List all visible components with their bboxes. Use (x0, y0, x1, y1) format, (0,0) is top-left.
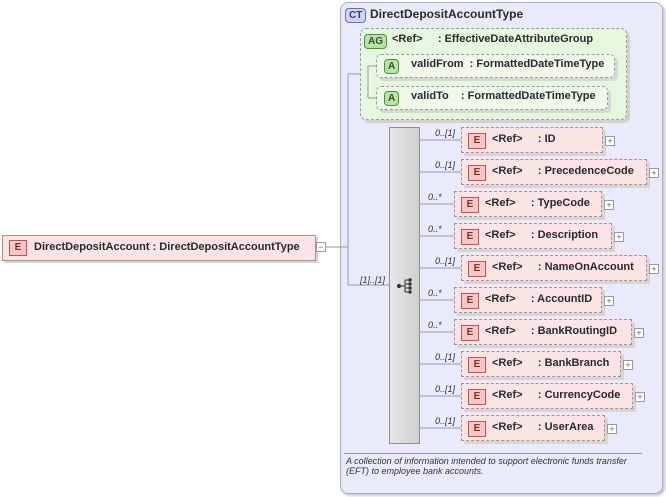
element-badge: E (461, 325, 479, 341)
expand-toggle-icon[interactable]: + (614, 232, 624, 242)
element-badge: E (468, 389, 486, 405)
element-badge: E (461, 197, 479, 213)
element-label: <Ref> : UserArea (492, 421, 594, 433)
expand-toggle-icon[interactable]: + (649, 168, 659, 178)
element-label: <Ref> : PrecedenceCode (492, 165, 634, 177)
root-element-box[interactable] (2, 235, 316, 261)
attribute-label: validFrom : FormattedDateTimeType (411, 58, 605, 70)
element-cardinality: 0..* (428, 288, 442, 298)
attribute-group-badge: AG (364, 34, 387, 49)
sequence-element[interactable] (454, 319, 632, 345)
attribute-validfrom[interactable] (376, 54, 615, 78)
element-cardinality: 0..[1] (435, 160, 456, 170)
element-label: <Ref> : TypeCode (485, 197, 590, 209)
attribute-badge: A (384, 59, 400, 74)
expand-toggle-icon[interactable]: + (607, 424, 617, 434)
element-badge: E (461, 229, 479, 245)
complex-type-badge: CT (345, 8, 367, 23)
element-label: <Ref> : Description (485, 229, 599, 241)
collapse-toggle-icon[interactable]: − (316, 242, 326, 252)
documentation-text: A collection of information intended to … (346, 456, 627, 476)
attribute-badge: A (384, 91, 400, 106)
sequence-element[interactable] (461, 159, 647, 185)
element-cardinality: 0..* (428, 320, 442, 330)
sequence-element[interactable] (461, 255, 647, 281)
element-cardinality: 0..* (428, 224, 442, 234)
sequence-icon (397, 278, 412, 294)
element-badge: E (468, 165, 486, 181)
element-cardinality: 0..[1] (435, 128, 456, 138)
expand-toggle-icon[interactable]: + (604, 296, 614, 306)
element-badge: E (468, 133, 486, 149)
element-cardinality: 0..[1] (435, 416, 456, 426)
expand-toggle-icon[interactable]: + (634, 328, 644, 338)
attribute-group-label: <Ref> : EffectiveDateAttributeGroup (392, 33, 594, 45)
element-cardinality: 0..[1] (435, 384, 456, 394)
sequence-element[interactable] (461, 351, 621, 377)
expand-toggle-icon[interactable]: + (604, 200, 614, 210)
sequence-cardinality: [1]..[1] (360, 275, 386, 285)
element-label: <Ref> : BankRoutingID (485, 325, 618, 337)
element-label: <Ref> : ID (492, 133, 556, 145)
element-badge: E (468, 357, 486, 373)
element-cardinality: 0..[1] (435, 256, 456, 266)
element-cardinality: 0..[1] (435, 352, 456, 362)
expand-toggle-icon[interactable]: + (623, 360, 633, 370)
element-cardinality: 0..* (428, 192, 442, 202)
element-label: <Ref> : AccountID (485, 293, 593, 305)
expand-toggle-icon[interactable]: + (649, 264, 659, 274)
element-label: <Ref> : BankBranch (492, 357, 610, 369)
documentation-divider (344, 453, 642, 454)
root-element-label: DirectDepositAccount : DirectDepositAcco… (34, 241, 300, 253)
complex-type-title: DirectDepositAccountType (370, 7, 524, 21)
expand-toggle-icon[interactable]: + (635, 392, 645, 402)
expand-toggle-icon[interactable]: + (605, 136, 615, 146)
element-badge: E (468, 261, 486, 277)
element-label: <Ref> : CurrencyCode (492, 389, 621, 401)
attribute-label: validTo : FormattedDateTimeType (411, 90, 596, 102)
element-label: <Ref> : NameOnAccount (492, 261, 634, 273)
sequence-element[interactable] (461, 383, 633, 409)
element-badge: E (461, 293, 479, 309)
element-badge: E (468, 421, 486, 437)
attribute-validto[interactable] (376, 86, 608, 110)
root-element-badge: E (9, 240, 27, 256)
sequence-element[interactable] (454, 223, 612, 249)
